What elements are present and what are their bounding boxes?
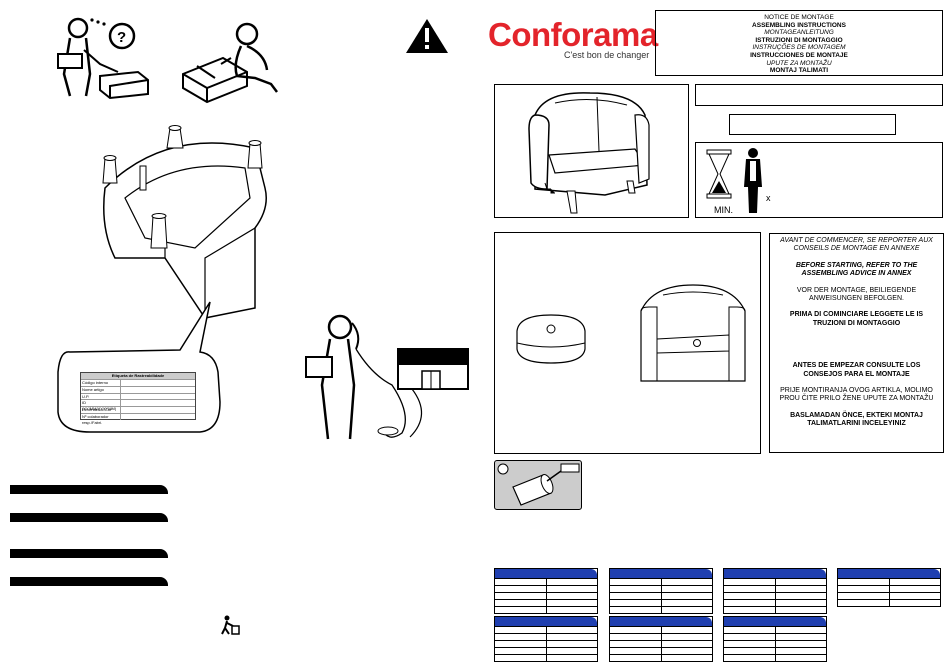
time-persons-box: MIN. x bbox=[695, 142, 943, 218]
notice-line: INSTRUCCIONES DE MONTAJE bbox=[750, 51, 848, 59]
advice-hr: PRIJE MONTIRANJA OVOG ARTIKLA, MOLIMO PR… bbox=[779, 387, 934, 403]
advice-fr: AVANT DE COMMENCER, SE REPORTER AUX CONS… bbox=[780, 237, 933, 253]
leg-part-drawing bbox=[497, 463, 580, 506]
label-row: ID (YY/MM/YYYYMM) bbox=[81, 400, 121, 411]
parts-table bbox=[723, 568, 827, 614]
advice-es: ANTES DE EMPEZAR CONSULTE LOS CONSEJOS P… bbox=[792, 362, 921, 378]
advice-it: PRIMA DI COMINCIARE LEGGETE LE IS TRUZIO… bbox=[789, 311, 924, 327]
notice-line: ISTRUZIONI DI MONTAGGIO bbox=[755, 36, 843, 44]
label-row: Código interno bbox=[81, 380, 121, 386]
kneeling-assembly-figure bbox=[182, 22, 278, 104]
person-icon bbox=[744, 148, 762, 213]
cushion-drawing bbox=[516, 314, 586, 364]
phone-call-store-figure bbox=[305, 314, 469, 440]
notice-line: MONTAJ TALIMATI bbox=[769, 67, 829, 75]
reference-box bbox=[695, 84, 943, 106]
armchair-drawing bbox=[528, 92, 650, 214]
chair-upside-down-drawing bbox=[102, 125, 267, 319]
notice-line: NOTICE DE MONTAGE bbox=[764, 14, 834, 21]
section-bar bbox=[10, 549, 168, 558]
confused-reading-figure: ? bbox=[57, 17, 149, 100]
advice-tr: BASLAMADAN ÖNCE, EKTEKI MONTAJ TALIMATLA… bbox=[790, 411, 923, 428]
notice-line: MONTAGEANLEITUNG bbox=[764, 29, 834, 37]
label-row: Nome artigo bbox=[81, 386, 121, 393]
parts-table bbox=[494, 616, 598, 662]
product-image-box bbox=[494, 84, 689, 218]
instruction-title-box: NOTICE DE MONTAGE ASSEMBLING INSTRUCTION… bbox=[655, 10, 943, 76]
conforama-logo: Conforama C'est bon de changer bbox=[488, 16, 658, 61]
assembling-advice-box: AVANT DE COMMENCER, SE REPORTER AUX CONS… bbox=[769, 233, 944, 453]
chair-body-drawing bbox=[640, 284, 746, 382]
label-row: Nº colaborador resp./Fabri. bbox=[81, 413, 121, 425]
reference-box-inner bbox=[729, 114, 896, 135]
min-label: MIN. bbox=[714, 205, 733, 215]
recycling-person-icon bbox=[221, 615, 240, 635]
notice-line: INSTRUÇÕES DE MONTAGEM bbox=[752, 44, 846, 52]
parts-table bbox=[609, 568, 713, 614]
parts-table bbox=[723, 616, 827, 662]
section-bar bbox=[10, 577, 168, 586]
label-row: U.P. bbox=[81, 393, 121, 400]
brand-slogan: C'est bon de changer bbox=[564, 50, 650, 60]
hourglass-icon bbox=[706, 149, 732, 199]
section-bar bbox=[10, 513, 168, 522]
label-sheet-title: Etiqueta de Rastreabilidade bbox=[81, 373, 195, 379]
label-row: Revendedor/Cor bbox=[81, 407, 121, 413]
persons-label: x bbox=[766, 193, 771, 203]
parts-table bbox=[494, 568, 598, 614]
parts-table bbox=[837, 568, 941, 607]
warning-icon bbox=[406, 19, 448, 53]
advice-de: VOR DER MONTAGE, BEILIEGENDE ANWEISUNGEN… bbox=[796, 286, 917, 303]
svg-text:?: ? bbox=[117, 29, 126, 46]
traceability-label-sheet: Etiqueta de Rastreabilidade Código inter… bbox=[80, 372, 196, 425]
components-box bbox=[494, 232, 761, 454]
brand-name: Conforama bbox=[488, 16, 658, 53]
advice-en: BEFORE STARTING, REFER TO THE ASSEMBLING… bbox=[795, 261, 918, 278]
notice-line: UPUTE ZA MONTAŽU bbox=[766, 59, 832, 67]
hardware-step-box bbox=[494, 460, 582, 510]
notice-line: ASSEMBLING INSTRUCTIONS bbox=[752, 21, 846, 29]
section-bar bbox=[10, 485, 168, 494]
parts-table bbox=[609, 616, 713, 662]
